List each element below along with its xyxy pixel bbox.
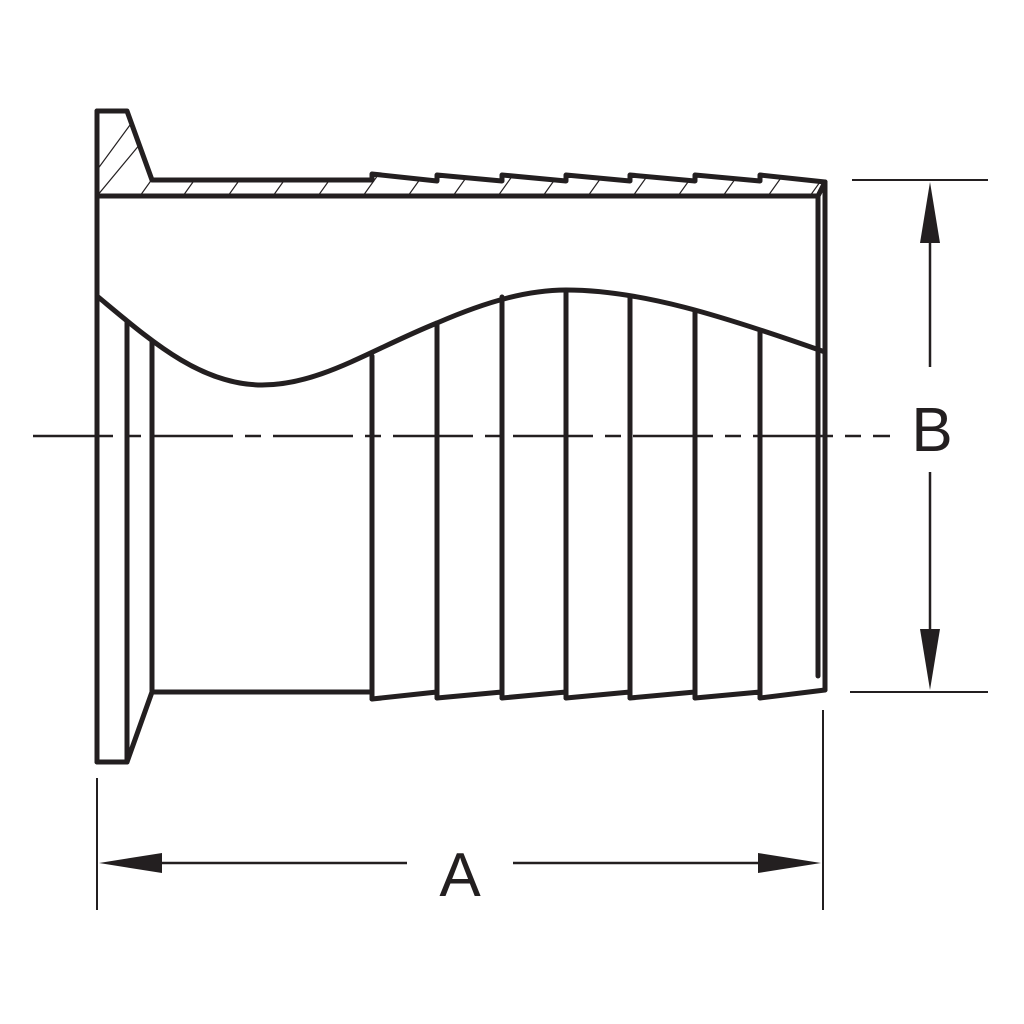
- section-break-curve: [94, 287, 828, 388]
- flange-bottom-profile: [94, 689, 375, 765]
- section-hatching: [97, 119, 825, 196]
- top-barb-profile: [369, 171, 828, 185]
- arrow-right-icon: [758, 853, 821, 873]
- dim-a-label: A: [439, 841, 481, 910]
- fitting-outline: [94, 108, 828, 765]
- dimension-a: A: [96, 710, 824, 910]
- arrow-up-icon: [920, 182, 940, 243]
- dim-b-label: B: [911, 396, 952, 465]
- arrow-left-icon: [99, 853, 162, 873]
- dimension-b: B: [850, 179, 988, 693]
- arrow-down-icon: [920, 629, 940, 690]
- flange-top-profile: [94, 108, 375, 183]
- bottom-barb-profile: [369, 687, 828, 702]
